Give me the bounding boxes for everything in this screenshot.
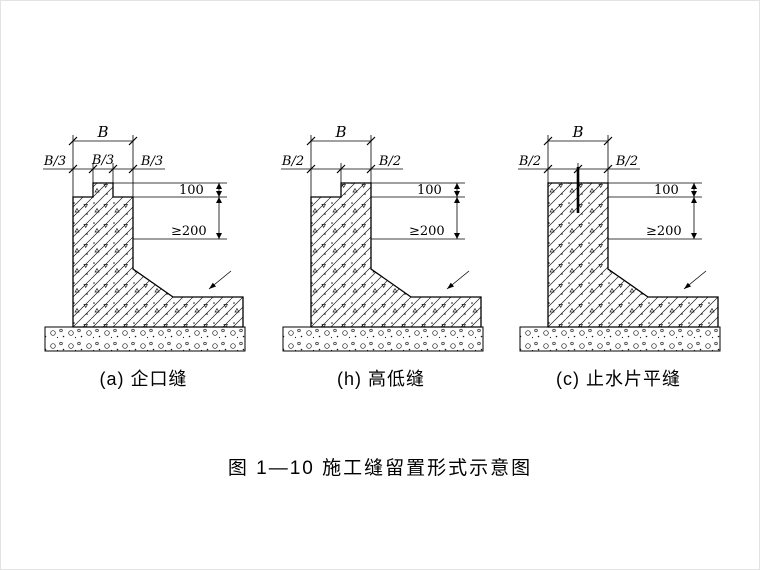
base-bedding-layer (519, 326, 721, 352)
base-bedding-layer (282, 326, 483, 352)
dim-segment-left: B/3 (43, 154, 66, 169)
diagram-caption: 图 1—10 施工缝留置形式示意图 (227, 458, 533, 479)
dim-min-label: ≥200 (409, 224, 445, 239)
dimension-lines (280, 135, 469, 290)
dim-segment-right: B/3 (140, 154, 163, 169)
dim-segment-right: B/2 (615, 154, 638, 169)
figure-a-label: (a) 企口缝 (99, 369, 188, 389)
dim-step-label: 100 (654, 183, 679, 198)
figure-c-label: (c) 止水片平缝 (556, 369, 681, 389)
dim-step-label: 100 (179, 183, 204, 198)
dim-b-label: B (334, 123, 346, 141)
dimension-lines (43, 135, 232, 290)
figures-row: B B/3 B/3 B/3 100 ≥200 (a) 企口缝 (31, 119, 731, 391)
figure-c-drawing: B B/2 B/2 100 ≥200 (518, 123, 721, 352)
figure-h: B B/2 B/2 100 ≥200 (h) 高低缝 (269, 119, 494, 391)
dim-min-label: ≥200 (646, 224, 682, 239)
dim-b-label: B (96, 123, 108, 141)
concrete-wall-section (309, 182, 482, 328)
dim-b-label: B (571, 123, 583, 141)
figure-a-drawing: B B/3 B/3 B/3 100 ≥200 (43, 123, 246, 352)
base-bedding-layer (44, 326, 246, 352)
figure-c: B B/2 B/2 100 ≥200 (c) 止水片平缝 (506, 119, 731, 391)
dim-segment-left: B/2 (280, 154, 303, 169)
concrete-wall-section (72, 182, 244, 328)
dim-segment-right: B/2 (377, 154, 400, 169)
figure-h-label: (h) 高低缝 (337, 369, 425, 389)
figure-a: B B/3 B/3 B/3 100 ≥200 (a) 企口缝 (31, 119, 256, 391)
dim-min-label: ≥200 (171, 224, 207, 239)
dim-step-label: 100 (417, 183, 442, 198)
figure-h-drawing: B B/2 B/2 100 ≥200 (280, 123, 483, 352)
dim-segment-left: B/2 (518, 154, 541, 169)
dim-segment-middle: B/3 (91, 153, 114, 168)
dimension-lines (518, 135, 707, 290)
